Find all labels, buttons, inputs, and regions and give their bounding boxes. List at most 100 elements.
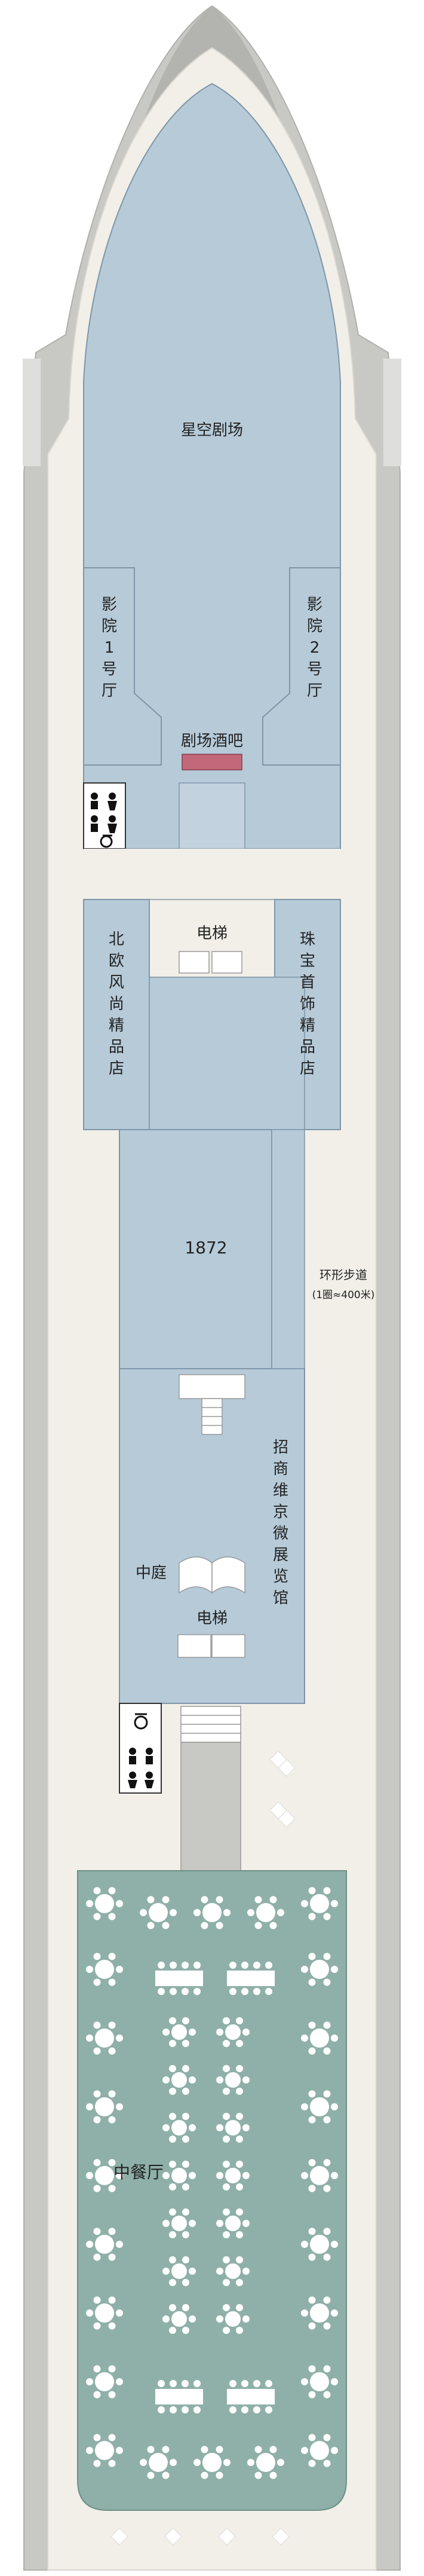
cinema2-char: 2 xyxy=(310,639,320,657)
round-table-icon xyxy=(216,2160,250,2191)
round-table-icon xyxy=(86,1887,123,1920)
round-table-icon xyxy=(301,2434,338,2467)
nordicShop-char: 欧 xyxy=(109,952,124,970)
round-table-icon xyxy=(193,1896,231,1929)
round-table-icon xyxy=(86,2159,123,2192)
bar-1872[interactable] xyxy=(119,1129,272,1369)
hull-fin-right xyxy=(383,359,401,466)
central-corridor xyxy=(179,782,245,849)
label-elevator-lower: 电梯 xyxy=(196,1610,228,1627)
nordicShop-char: 风 xyxy=(109,974,124,992)
round-table-icon xyxy=(86,2365,123,2398)
label-theater-bar: 剧场酒吧 xyxy=(181,732,243,750)
round-table-icon xyxy=(301,1887,338,1920)
label-star-theater: 星空剧场 xyxy=(181,421,243,439)
cinema1-char: 厅 xyxy=(102,682,117,700)
long-table-icon xyxy=(155,1962,203,1995)
round-table-icon xyxy=(86,2090,123,2124)
round-table-icon xyxy=(301,2159,338,2192)
deck-chair-icon xyxy=(269,1751,296,1828)
round-table-icon xyxy=(216,2256,250,2287)
round-table-icon xyxy=(162,2112,196,2143)
round-table-icon xyxy=(216,2303,250,2335)
chinese-restaurant[interactable] xyxy=(77,1870,347,2511)
deck-chair-icon xyxy=(272,2528,290,2546)
dining-tables xyxy=(86,1887,338,2546)
round-table-icon xyxy=(86,2021,123,2055)
jewelryShop-char: 宝 xyxy=(300,952,315,970)
round-table-icon xyxy=(247,2446,284,2479)
round-table-icon xyxy=(216,2208,250,2239)
nordicShop-char: 尚 xyxy=(109,995,124,1013)
cinema2-char: 影 xyxy=(307,596,322,614)
round-table-icon xyxy=(216,2112,250,2143)
round-table-icon xyxy=(301,1953,338,1986)
restroom-icon xyxy=(128,1748,154,1788)
round-table-icon xyxy=(140,1896,177,1929)
cinema-hall-1[interactable] xyxy=(83,567,162,766)
cinema-hall-2[interactable] xyxy=(262,567,341,766)
theater-bar-counter xyxy=(182,754,242,770)
merchants-char: 馆 xyxy=(273,1589,288,1607)
cinema1-char: 1 xyxy=(105,639,115,657)
deck-chair-icon xyxy=(110,2528,128,2546)
jewelryShop-char: 首 xyxy=(300,974,315,992)
restroom-icon xyxy=(91,793,117,833)
service-corridor xyxy=(180,1742,241,1871)
label-dining: 中餐厅 xyxy=(113,2162,164,2182)
merchants-char: 微 xyxy=(273,1525,288,1543)
restroom-lower[interactable] xyxy=(119,1703,162,1794)
jewelryShop-char: 珠 xyxy=(300,931,315,949)
jewelryShop-char: 精 xyxy=(300,1017,315,1035)
round-table-icon xyxy=(247,1896,284,1929)
round-table-icon xyxy=(86,2228,123,2261)
central-block xyxy=(149,977,305,1130)
round-table-icon xyxy=(162,2208,196,2239)
mid-hallway xyxy=(84,849,340,900)
merchants-char: 商 xyxy=(273,1460,288,1478)
nordicShop-char: 品 xyxy=(109,1038,124,1056)
cinema2-char: 厅 xyxy=(307,682,322,700)
round-table-icon xyxy=(301,2021,338,2055)
stairs-icon xyxy=(180,1706,241,1743)
round-table-icon xyxy=(301,2090,338,2124)
round-table-icon xyxy=(162,2064,196,2095)
wheelchair-icon xyxy=(134,1713,148,1730)
nordicShop-char: 北 xyxy=(109,931,124,949)
label-walkway: 环形步道 xyxy=(319,1268,367,1282)
merchants-char: 展 xyxy=(273,1546,288,1564)
cinema1-char: 院 xyxy=(102,617,117,635)
round-table-icon xyxy=(216,2064,250,2095)
jewelryShop-char: 品 xyxy=(300,1038,315,1056)
round-table-icon xyxy=(86,2434,123,2467)
hull-fin-left xyxy=(23,359,41,466)
round-table-icon xyxy=(162,2303,196,2335)
merchants-char: 京 xyxy=(273,1503,288,1521)
round-table-icon xyxy=(86,1953,123,1986)
elevator-icon xyxy=(179,951,242,974)
round-table-icon xyxy=(301,2296,338,2330)
atrium-open-book-icon xyxy=(179,1556,245,1594)
jewelryShop-char: 店 xyxy=(300,1060,315,1078)
round-table-icon xyxy=(162,2256,196,2287)
round-table-icon xyxy=(193,2446,231,2479)
cinema1-char: 号 xyxy=(102,660,117,678)
restroom-theater[interactable] xyxy=(83,782,126,849)
wheelchair-icon xyxy=(100,834,113,848)
deck-chair-icon xyxy=(218,2528,236,2546)
label-elevator-upper: 电梯 xyxy=(196,925,228,943)
stairs-icon xyxy=(179,1374,245,1435)
jewelryShop-char: 饰 xyxy=(300,995,315,1013)
label-walkway-note: (1圈≈400米) xyxy=(312,1289,375,1301)
elevator-icon xyxy=(177,1634,245,1658)
round-table-icon xyxy=(216,2017,250,2048)
long-table-icon xyxy=(155,2380,203,2413)
nordic-boutique[interactable] xyxy=(83,899,150,1130)
label-1872: 1872 xyxy=(185,1238,227,1258)
cinema2-char: 号 xyxy=(307,660,322,678)
deck-chair-icon xyxy=(164,2528,182,2546)
